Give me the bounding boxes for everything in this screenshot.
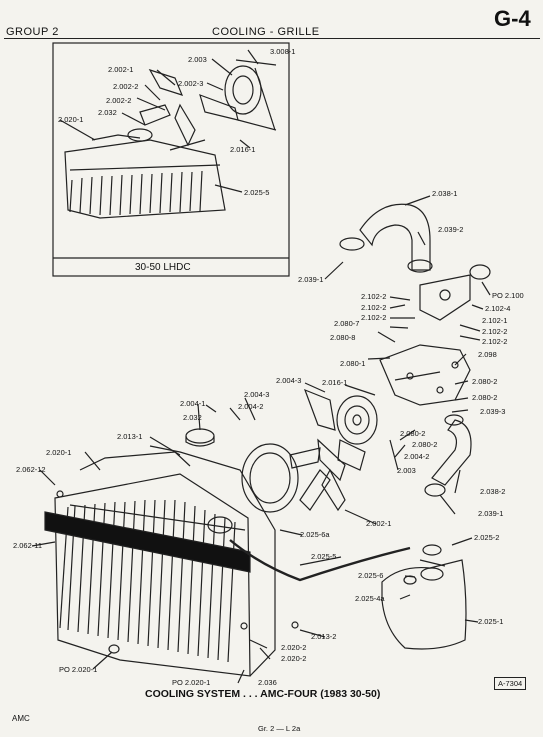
callout-label: 3.008-1 [270, 47, 296, 56]
callout-label: 2.080-2 [412, 440, 438, 449]
callout-label: 2.080-2 [400, 429, 426, 438]
callout-label: 2.020-1 [58, 115, 84, 124]
callout-label: 2.032 [183, 413, 202, 422]
callout-label: 2.080-8 [330, 333, 356, 342]
section-title: COOLING - GRILLE [212, 26, 320, 38]
callout-label: 2.003 [188, 55, 207, 64]
header-rule [4, 38, 540, 39]
figure-caption: COOLING SYSTEM . . . AMC-FOUR (1983 30-5… [145, 688, 381, 700]
callout-label: 2.002-2 [106, 96, 132, 105]
callout-label: 2.080-2 [472, 377, 498, 386]
callout-label: 2.025-6a [300, 530, 330, 539]
callout-label: PO 2.020-1 [59, 665, 98, 674]
callout-label: 2.004-3 [276, 376, 302, 385]
callout-label: 2.102-4 [485, 304, 511, 313]
footer-brand: AMC [12, 714, 30, 723]
callout-label: PO 2.020-1 [172, 678, 211, 687]
callout-label: 2.102-2 [361, 303, 387, 312]
callout-label: 2.025-2 [474, 533, 500, 542]
callout-label: 2.032 [98, 108, 117, 117]
callout-label: 2.098 [478, 350, 497, 359]
callout-label: 2.004-3 [244, 390, 270, 399]
callout-label: 2.004-1 [180, 399, 206, 408]
callout-label: 2.004-2 [238, 402, 264, 411]
callout-label: 2.038-2 [480, 487, 506, 496]
callout-label: 2.025-5 [244, 188, 270, 197]
callout-label: 2.025-6 [358, 571, 384, 580]
callout-label: 2.025-5 [311, 552, 337, 561]
callout-label: 2.102-2 [361, 313, 387, 322]
callout-label: 2.039-3 [480, 407, 506, 416]
figure-code: A-7304 [494, 677, 527, 690]
callout-label: 2.039-1 [298, 275, 324, 284]
callout-label: 2.003 [397, 466, 416, 475]
inset-frame [52, 42, 290, 277]
callout-label: 2.039-2 [438, 225, 464, 234]
callout-label: 2.062-11 [13, 541, 43, 550]
callout-label: 2.004-2 [404, 452, 430, 461]
page-code: G-4 [494, 6, 531, 31]
callout-label: 2.080-2 [472, 393, 498, 402]
callout-label: 2.013-2 [311, 632, 337, 641]
callout-label: 2.020-2 [281, 654, 307, 663]
callout-label: 2.102-1 [482, 316, 508, 325]
callout-label: 2.020-2 [281, 643, 307, 652]
callout-label: 2.016-1 [322, 378, 348, 387]
group-label: GROUP 2 [6, 26, 59, 38]
callout-label: PO 2.100 [492, 291, 524, 300]
inset-title: 30-50 LHDC [135, 262, 191, 273]
callout-label: 2.020-1 [46, 448, 72, 457]
callout-label: 2.002-3 [178, 79, 204, 88]
callout-label: 2.080-7 [334, 319, 360, 328]
callout-label: 2.036 [258, 678, 277, 687]
callout-label: 2.016-1 [230, 145, 256, 154]
callout-label: 2.038-1 [432, 189, 458, 198]
callout-label: 2.039-1 [478, 509, 504, 518]
callout-label: 2.002-1 [108, 65, 134, 74]
callout-label: 2.102-2 [482, 327, 508, 336]
callout-label: 2.002-1 [366, 519, 392, 528]
callout-label: 2.025-1 [478, 617, 504, 626]
callout-label: 2.102-2 [361, 292, 387, 301]
callout-label: 2.062-12 [16, 465, 46, 474]
callout-label: 2.002-2 [113, 82, 139, 91]
callout-label: 2.025-4a [355, 594, 385, 603]
callout-label: 2.102-2 [482, 337, 508, 346]
footer-page-ref: Gr. 2 — L 2a [258, 724, 301, 733]
callout-label: 2.013-1 [117, 432, 143, 441]
callout-label: 2.080-1 [340, 359, 366, 368]
